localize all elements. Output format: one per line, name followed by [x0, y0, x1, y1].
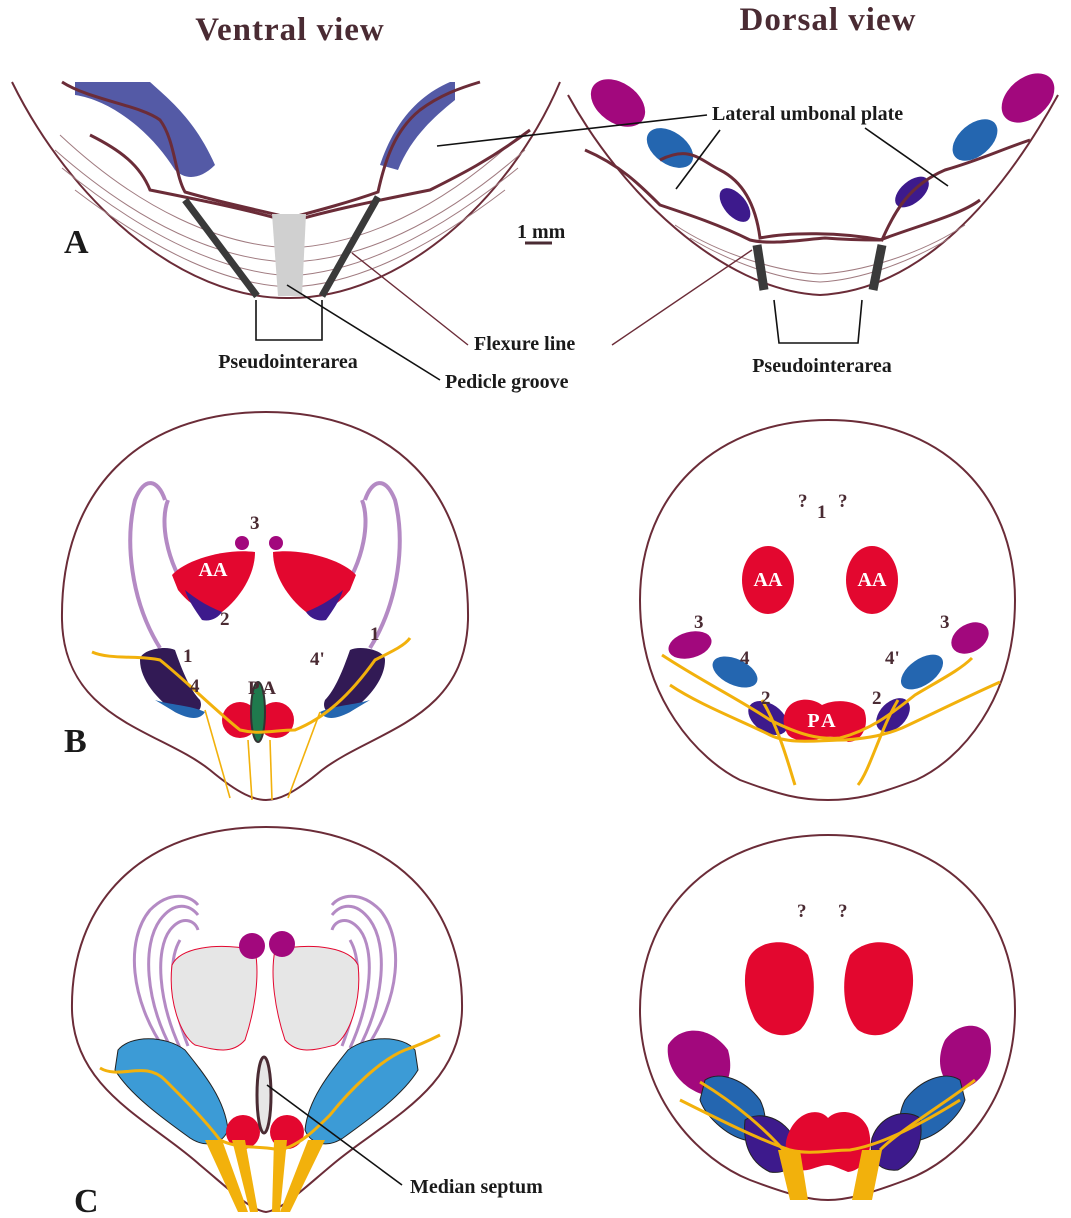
dorsal-b-label-1: 1	[817, 502, 827, 523]
ventral-b-aa-label: AA	[199, 559, 228, 581]
dorsal-b-label-2-right: 2	[872, 688, 882, 709]
ventral-view-title: Ventral view	[195, 12, 385, 48]
ventral-valve-b-outline	[62, 412, 468, 800]
ventral-b-label-1-right: 1	[370, 624, 380, 645]
panel-label-a: A	[64, 224, 89, 261]
dorsal-b-label-4p: 4'	[885, 648, 900, 669]
ventral-valve-c-outline	[72, 827, 462, 1212]
panel-label-b: B	[64, 723, 87, 760]
panel-c-dorsal: ? ?	[640, 835, 1015, 1200]
dorsal-valve-b-outline	[640, 420, 1015, 800]
ventral-b-label-1-left: 1	[183, 646, 193, 667]
scale-bar-label: 1 mm	[517, 221, 566, 243]
ventral-b-label-2: 2	[220, 609, 230, 630]
ventral-b-pa-label: PA	[248, 678, 280, 699]
pseudointerarea-bracket-ventral	[256, 300, 322, 340]
panel-b-ventral: 3 AA 2 1 4 1 PA 4' B	[62, 412, 468, 800]
panel-b-dorsal: ? 1 ? AA AA PA 3 3 4 4' 2 2	[640, 420, 1015, 800]
median-septum-label: Median septum	[410, 1176, 543, 1198]
pseudointerarea-label-dorsal: Pseudointerarea	[752, 355, 892, 377]
dorsal-b-label-3-left: 3	[694, 612, 704, 633]
ventral-b-label-4: 4	[190, 676, 200, 697]
pseudointerarea-bracket-dorsal	[774, 300, 862, 343]
dorsal-scar-magenta-right	[992, 63, 1064, 132]
dorsal-b-label-3-right: 3	[940, 612, 950, 633]
ventral-b-label-3: 3	[250, 513, 260, 534]
dorsal-b-pa-label: PA	[807, 710, 838, 732]
panel-label-c: C	[74, 1183, 99, 1218]
dorsal-b-label-4: 4	[740, 648, 750, 669]
flexure-line-label: Flexure line	[474, 333, 575, 355]
panel-a-annotations: Lateral umbonal plate 1 mm Flexure line …	[287, 103, 948, 393]
dorsal-view-title: Dorsal view	[740, 2, 917, 38]
lateral-umbonal-plate-label: Lateral umbonal plate	[712, 103, 903, 125]
dorsal-b-aa-left: AA	[754, 569, 783, 591]
dorsal-b-q-right: ?	[838, 491, 848, 512]
pedicle-groove-label: Pedicle groove	[445, 371, 569, 393]
pseudointerarea-label-ventral: Pseudointerarea	[218, 351, 358, 373]
median-septum-c	[257, 1057, 271, 1133]
dorsal-c-q-right: ?	[838, 901, 848, 922]
panel-c-ventral: C Median septum	[72, 827, 543, 1218]
panel-a-ventral: A Pseudointerarea	[12, 82, 560, 373]
dorsal-b-label-2-left: 2	[761, 688, 771, 709]
dorsal-c-q-left: ?	[797, 901, 807, 922]
ventral-b-label-4p: 4'	[310, 649, 325, 670]
dorsal-b-aa-right: AA	[858, 569, 887, 591]
pedicle-groove	[272, 214, 306, 296]
dorsal-scar-magenta-left	[582, 69, 654, 136]
dorsal-b-q-left: ?	[798, 491, 808, 512]
